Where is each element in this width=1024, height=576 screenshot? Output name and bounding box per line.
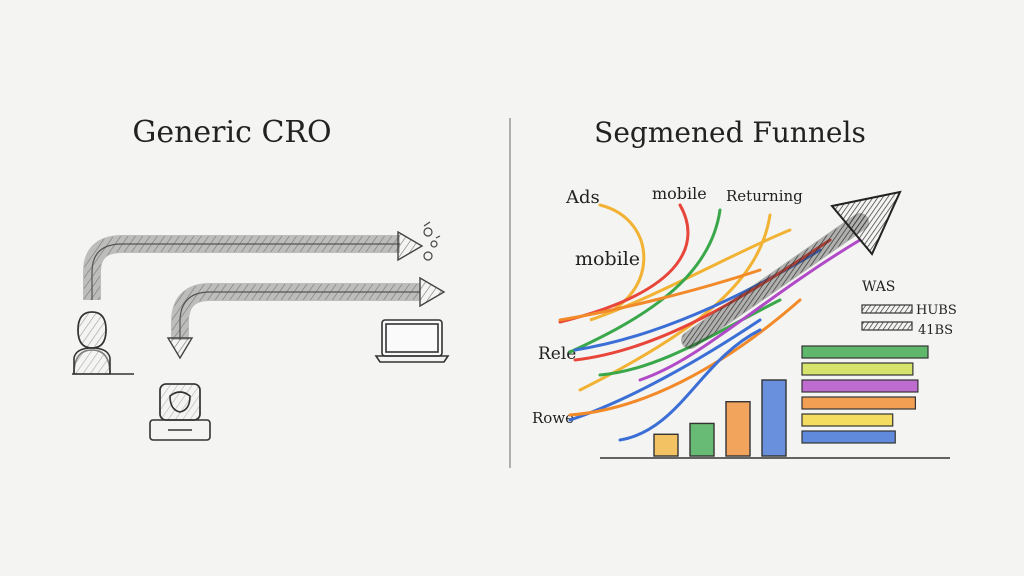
right-panel: Segmened Funnels Ads mobile Returning mo…: [532, 116, 957, 459]
vertical-bar: [689, 422, 715, 457]
growth-arrow: [681, 190, 902, 349]
legend-label-1: WAS: [862, 279, 895, 295]
legend-label-2: HUBS: [916, 303, 957, 318]
stream-line: [558, 268, 762, 322]
stream-line: [638, 238, 862, 382]
horizontal-bar: [801, 379, 919, 393]
right-panel-title: Segmened Funnels: [594, 116, 866, 149]
vertical-bar: [653, 433, 679, 457]
stream-line: [558, 203, 690, 324]
left-panel: Generic CRO: [72, 115, 450, 441]
label-returning: Returning: [726, 187, 803, 205]
legend: WAS HUBS 41BS: [861, 279, 957, 338]
stream-line: [568, 208, 722, 354]
laptop-icon: [374, 319, 450, 363]
horizontal-bar: [801, 396, 917, 410]
stream-line: [568, 298, 802, 417]
user-icon: [72, 311, 134, 375]
stream-line: [589, 203, 792, 322]
legend-swatch-2: [861, 321, 913, 331]
horizontal-bar: [801, 430, 896, 444]
label-mobile-top: mobile: [652, 184, 707, 203]
horizontal-bar: [801, 345, 929, 359]
device-icon: [149, 383, 211, 441]
horizontal-bar-chart: [801, 345, 929, 444]
upper-flow-arrow: [83, 221, 441, 300]
label-mobile-side: mobile: [575, 248, 640, 270]
vertical-bar: [761, 379, 787, 457]
label-rowe: Rowe: [532, 409, 574, 427]
vertical-bar: [725, 401, 751, 457]
lower-flow-arrow: [166, 276, 446, 360]
vertical-bar-chart: [653, 379, 787, 457]
stream-line: [618, 328, 762, 442]
left-panel-title: Generic CRO: [132, 115, 331, 150]
horizontal-bar: [801, 362, 914, 376]
legend-label-3: 41BS: [918, 323, 953, 338]
label-ads: Ads: [565, 187, 600, 208]
label-rele: Rele: [538, 344, 576, 364]
legend-swatch-1: [861, 304, 913, 314]
horizontal-bar: [801, 413, 894, 427]
